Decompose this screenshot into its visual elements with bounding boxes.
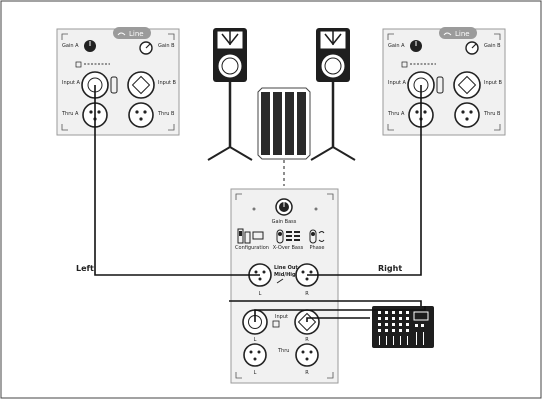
mixer-body	[372, 306, 434, 348]
line-out-label: Line Out	[274, 265, 298, 271]
left-input-b-inner	[131, 75, 151, 95]
right-thru-b-xlr[interactable]	[454, 102, 480, 128]
input-label: Input	[275, 314, 288, 320]
left-input-a-label: Input A	[62, 80, 81, 86]
x-over-bass-label: X-Over Bass	[273, 245, 304, 251]
right-gain-b-label: Gain B	[484, 43, 501, 49]
line-out-l-label: L	[259, 291, 262, 297]
thru-r-xlr[interactable]	[295, 343, 319, 367]
cables	[94, 85, 426, 322]
left-gain-b-pointer	[145, 43, 151, 49]
thru-label: Thru	[277, 348, 289, 354]
left-gain-a-label: Gain A	[62, 43, 79, 49]
mixer-console	[372, 306, 434, 348]
phase-label: Phase	[310, 245, 325, 251]
right-panel-plate	[382, 28, 506, 136]
left-input-b-label: Input B	[158, 80, 177, 86]
mid-high-label: Mid/High	[274, 272, 300, 278]
subwoofer-rear-panel: Gain Bass Configuration X-Over Bass Phas…	[230, 188, 339, 384]
thru-r-label: R	[305, 370, 309, 376]
configuration-switch-b[interactable]	[244, 231, 251, 244]
left-satellite-panel: Line Gain A Gain B Input A Input B Thru …	[56, 27, 180, 136]
right-gain-a-label: Gain A	[388, 43, 405, 49]
right-input-b-label: Input B	[484, 80, 503, 86]
phase-icon	[318, 231, 325, 242]
gain-bass-label: Gain Bass	[272, 219, 297, 225]
left-thru-b-label: Thru B	[157, 111, 175, 117]
right-cable	[307, 85, 422, 276]
right-input-b-combo-jack[interactable]	[453, 71, 481, 99]
left-input-b-combo-jack[interactable]	[127, 71, 155, 99]
left-switch-icon	[75, 61, 82, 68]
thru-l-label: L	[254, 370, 257, 376]
right-cable-label: Right	[378, 264, 402, 273]
right-input-a-label: Input A	[388, 80, 407, 86]
phase-switch[interactable]	[309, 229, 317, 244]
left-speaker-on-stand	[207, 28, 253, 161]
left-input-a-latch	[110, 76, 118, 94]
right-speaker-tripod	[310, 145, 356, 161]
x-over-bass-switch[interactable]	[276, 229, 284, 244]
left-line-badge	[113, 27, 151, 39]
right-thru-b-label: Thru B	[483, 111, 501, 117]
configuration-icon	[252, 231, 264, 240]
sub-panel-corner-marks	[235, 193, 334, 379]
mixer-cable-l	[254, 306, 426, 322]
thru-l-xlr[interactable]	[243, 343, 267, 367]
mixer-cable-r	[229, 300, 422, 306]
right-line-badge	[439, 27, 477, 39]
right-switch-icon	[401, 61, 408, 68]
input-l-label: L	[254, 337, 257, 343]
left-thru-a-label: Thru A	[61, 111, 79, 117]
right-panel-corner-marks	[387, 33, 501, 131]
input-r-label: R	[305, 337, 309, 343]
right-satellite-panel: Line Gain A Gain B Input A Input B Thru …	[382, 27, 506, 136]
left-cable-label: Left	[76, 264, 94, 273]
left-gain-b-label: Gain B	[158, 43, 175, 49]
right-speaker-on-stand	[310, 28, 356, 161]
left-thru-b-xlr[interactable]	[128, 102, 154, 128]
right-badge-wave-icon	[443, 32, 452, 36]
left-cable	[94, 85, 260, 276]
left-panel-corner-marks	[61, 33, 175, 131]
left-badge-wave-icon	[117, 32, 126, 36]
mixer-cable-input-r	[306, 317, 370, 322]
left-line-badge-text: Line	[129, 30, 144, 38]
configuration-label: Configuration	[235, 245, 269, 251]
right-thru-a-label: Thru A	[387, 111, 405, 117]
line-out-r-label: R	[305, 291, 309, 297]
subwoofer-cabinet	[257, 87, 311, 186]
configuration-switch-a[interactable]	[237, 228, 244, 244]
left-speaker-tripod	[207, 145, 253, 161]
right-line-badge-text: Line	[455, 30, 470, 38]
